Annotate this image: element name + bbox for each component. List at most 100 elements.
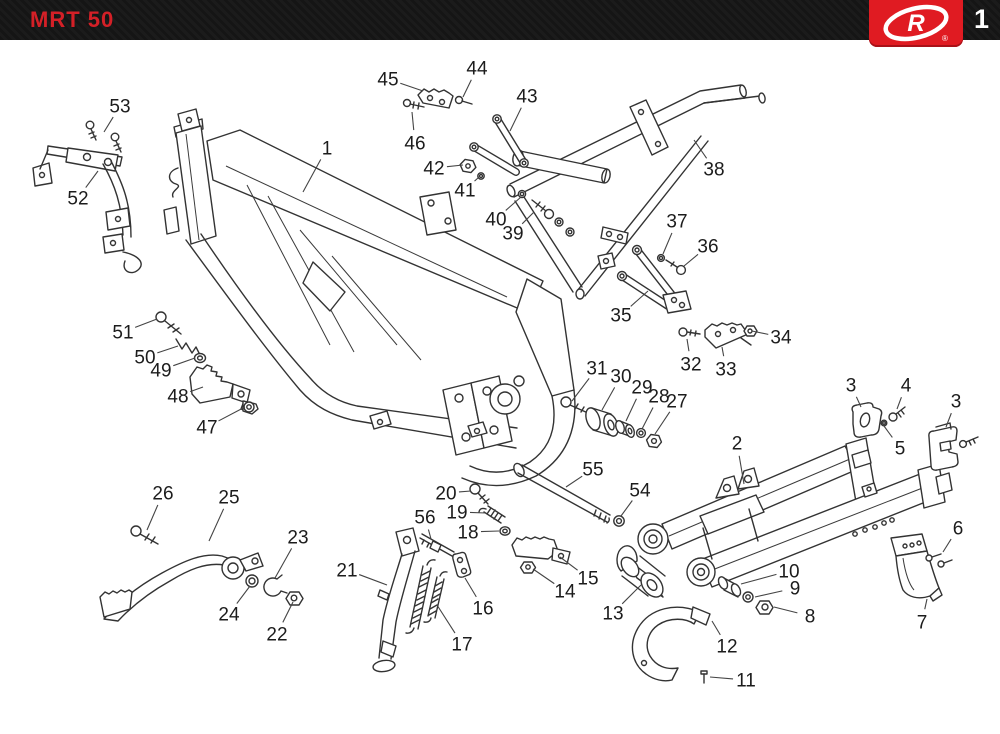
leader-line-23 — [274, 548, 293, 579]
swingarm-axle-drawing — [513, 462, 625, 527]
leader-line-36 — [683, 253, 699, 267]
leader-line-53 — [103, 116, 114, 133]
leader-line-52 — [85, 170, 99, 188]
bushing-stack-drawing — [560, 396, 663, 449]
leader-line-47 — [218, 406, 246, 422]
leader-line-9 — [754, 590, 783, 598]
leader-line-24 — [236, 585, 251, 604]
leader-line-43 — [509, 107, 522, 132]
screw-53-drawing — [85, 120, 122, 153]
leader-line-5 — [883, 425, 893, 438]
leader-line-34 — [751, 330, 769, 335]
part-callout-45: 45 — [377, 70, 398, 91]
part-callout-14: 14 — [554, 582, 576, 603]
leader-line-20 — [458, 490, 472, 493]
leader-line-51 — [134, 318, 158, 328]
part-callout-23: 23 — [287, 528, 308, 549]
leader-line-14 — [532, 568, 555, 585]
page-number: 1 — [973, 4, 989, 34]
leader-line-7 — [924, 598, 928, 610]
leader-line-15 — [559, 556, 578, 571]
part-callout-53: 53 — [109, 97, 130, 118]
part-callout-21: 21 — [336, 561, 357, 582]
brake-pedal-drawing — [99, 525, 304, 622]
leader-line-35 — [630, 290, 649, 307]
part-callout-13: 13 — [602, 604, 623, 625]
part-callout-28: 28 — [648, 387, 669, 408]
leader-line-41 — [474, 176, 480, 182]
leader-line-21 — [358, 574, 388, 586]
leader-line-2 — [738, 455, 745, 485]
leader-line-27 — [654, 411, 671, 435]
leader-line-44 — [462, 79, 472, 98]
part-callout-46: 46 — [404, 134, 425, 155]
side-stand-drawing — [372, 527, 420, 673]
part-callout-56: 56 — [414, 508, 435, 529]
leader-line-25 — [208, 508, 225, 542]
part-callout-4: 4 — [901, 376, 912, 397]
swingarm-part-drawing — [637, 437, 953, 588]
leader-line-38 — [693, 139, 708, 159]
leader-line-6 — [942, 538, 952, 553]
part-callout-30: 30 — [610, 367, 631, 388]
leader-line-26 — [146, 504, 159, 531]
leader-line-54 — [620, 500, 633, 517]
part-callout-6: 6 — [953, 519, 964, 540]
leader-line-11 — [709, 676, 734, 680]
part-callout-3: 3 — [951, 392, 962, 413]
part-callout-38: 38 — [703, 160, 724, 181]
leader-line-22 — [282, 601, 294, 623]
part-callout-31: 31 — [586, 359, 607, 380]
part-callout-2: 2 — [732, 434, 743, 455]
model-title: MRT 50 — [30, 7, 115, 32]
subframe-part-drawing — [506, 84, 766, 300]
brand-logo-badge: R ® — [869, 0, 963, 47]
part-callout-50: 50 — [134, 348, 155, 369]
leader-line-12 — [711, 620, 721, 636]
part-callout-37: 37 — [666, 212, 687, 233]
leader-line-8 — [773, 606, 798, 614]
strut-43-drawing — [469, 114, 529, 176]
part-callout-27: 27 — [666, 392, 687, 413]
part-callout-54: 54 — [629, 481, 651, 502]
part-callout-8: 8 — [805, 607, 816, 628]
leader-line-16 — [464, 577, 477, 598]
leader-line-3 — [855, 396, 862, 408]
part-callout-5: 5 — [895, 439, 906, 460]
leader-line-37 — [662, 232, 673, 255]
leader-line-30 — [601, 387, 616, 411]
part-callout-51: 51 — [112, 323, 133, 344]
part-callout-20: 20 — [435, 484, 456, 505]
part-callout-44: 44 — [466, 59, 488, 80]
part-callout-33: 33 — [715, 360, 736, 381]
leader-line-33 — [721, 346, 725, 357]
leader-line-10 — [740, 573, 777, 585]
part-callout-35: 35 — [610, 306, 631, 327]
upper-mount-45-drawing — [402, 88, 473, 110]
part-callout-48: 48 — [167, 387, 188, 408]
part-callout-7: 7 — [917, 613, 928, 634]
part-callout-32: 32 — [680, 355, 701, 376]
leader-line-55 — [565, 475, 583, 488]
part-callout-42: 42 — [423, 159, 444, 180]
logo-letter: R — [907, 10, 925, 37]
part-callout-52: 52 — [67, 189, 88, 210]
part-callout-41: 41 — [454, 181, 475, 202]
part-callout-15: 15 — [577, 569, 598, 590]
part-callout-29: 29 — [631, 378, 652, 399]
part-callout-39: 39 — [502, 224, 523, 245]
leader-line-4 — [896, 396, 902, 410]
part-callout-18: 18 — [457, 523, 478, 544]
part-callout-3: 3 — [846, 376, 857, 397]
rieju-r-logo: R ® — [883, 4, 949, 43]
part-callout-26: 26 — [152, 484, 173, 505]
part-callout-11: 11 — [736, 671, 756, 692]
part-callout-40: 40 — [485, 210, 506, 231]
part-callout-22: 22 — [266, 625, 287, 646]
frame-part-drawing — [163, 108, 576, 487]
leader-line-19 — [469, 511, 487, 514]
leader-line-56 — [427, 529, 432, 540]
leader-line-13 — [621, 584, 642, 605]
